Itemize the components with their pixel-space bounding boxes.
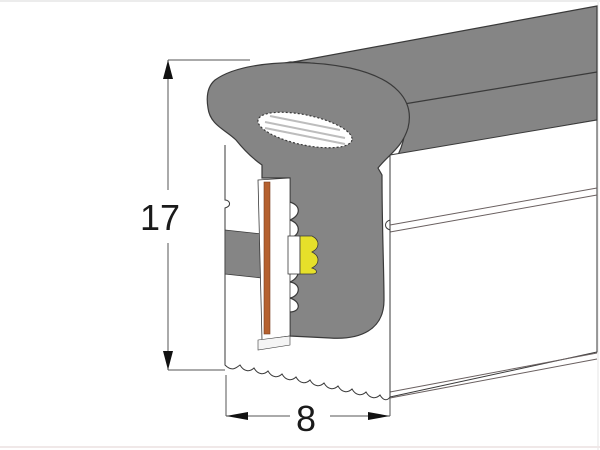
wire-core <box>257 111 353 149</box>
width-dimension-label: 8 <box>294 398 319 439</box>
top-border <box>0 0 600 2</box>
led-chip <box>287 235 319 275</box>
pcb-channel <box>257 177 291 341</box>
side-tab <box>224 229 263 279</box>
right-border <box>597 0 599 450</box>
dimension-height <box>163 59 250 371</box>
height-dimension-label: 17 <box>138 197 183 238</box>
dimension-width <box>225 375 391 420</box>
pcb-channel-bottom <box>257 335 291 351</box>
pcb-strip <box>263 181 271 335</box>
bottom-border <box>0 446 600 448</box>
housing-extrusion <box>389 119 598 399</box>
